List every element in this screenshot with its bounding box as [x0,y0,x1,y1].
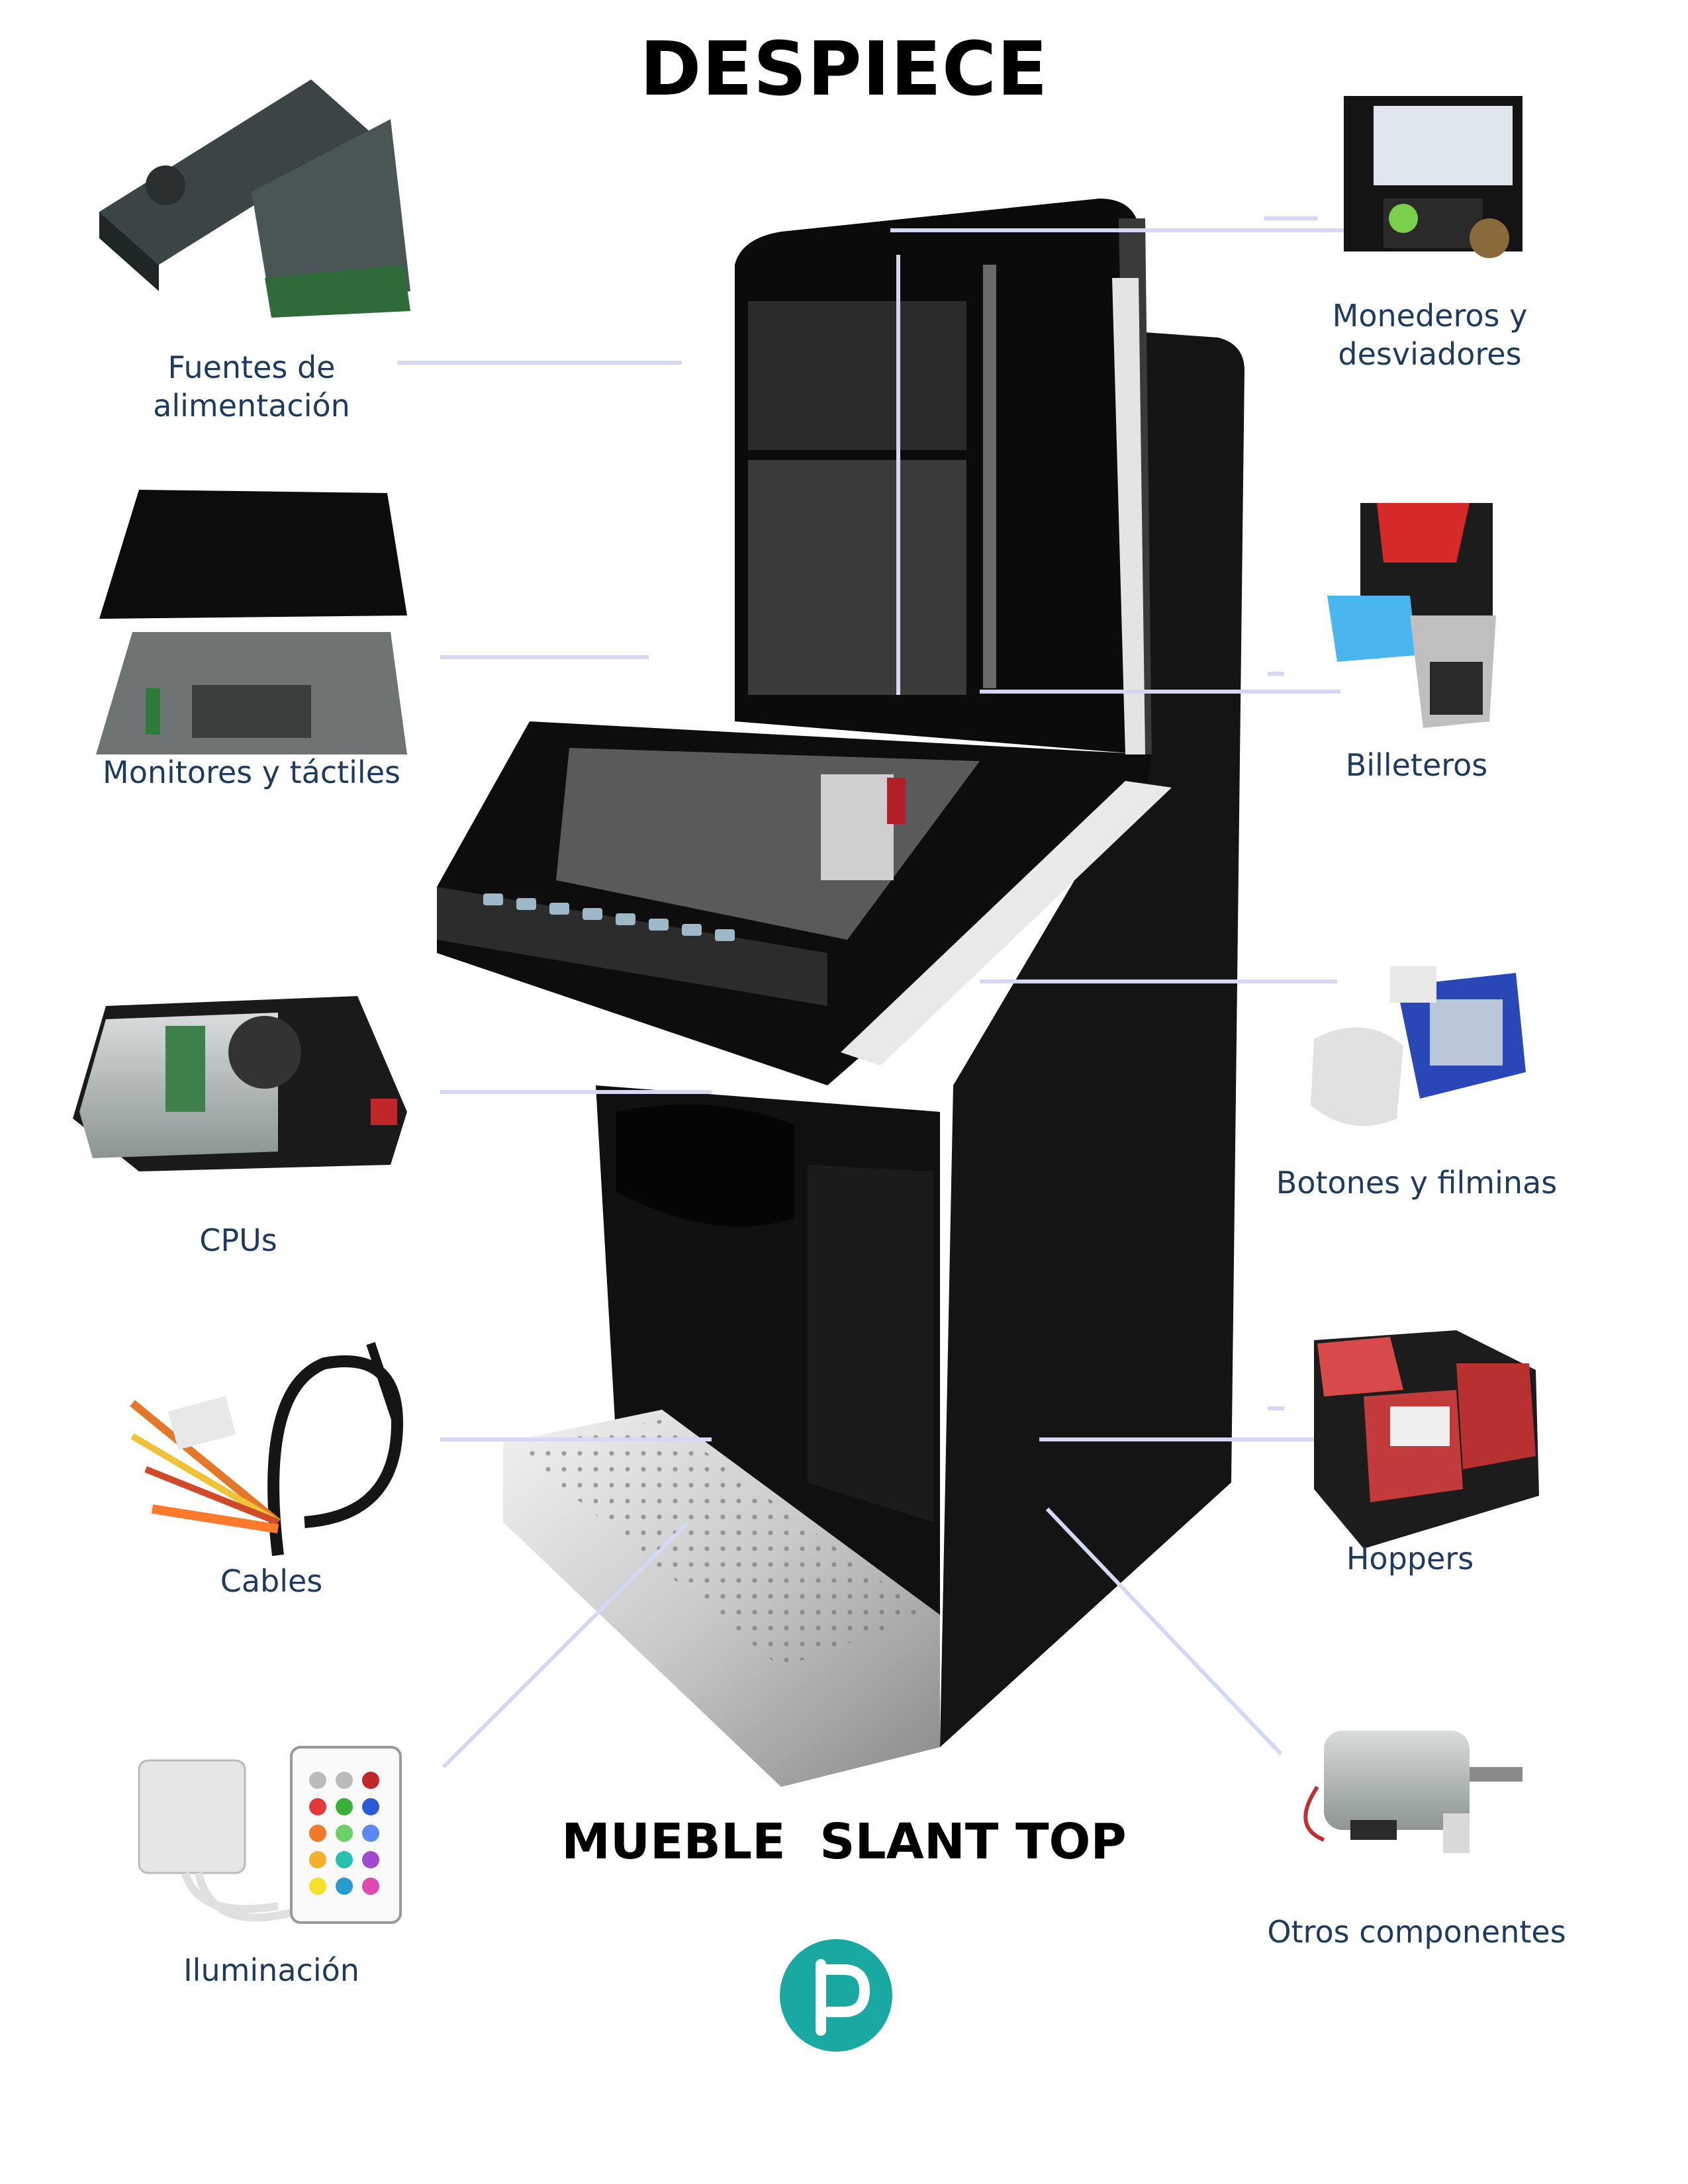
power-supply-image [99,79,410,318]
brand-logo [780,1939,892,2052]
label-fuentes: Fuentes de alimentación [153,349,350,424]
cpu-image [73,996,407,1171]
cabinet-title: MUEBLE SLANT TOP [561,1813,1127,1870]
lighting-controller-image [138,1746,402,1924]
label-cpus: CPUs [199,1222,277,1258]
slant-top-cabinet [437,199,1244,1787]
p-logo-icon [816,1959,870,2036]
label-hoppers: Hoppers [1346,1541,1474,1576]
coin-validator-image [1344,96,1523,258]
cables-image [130,1342,404,1557]
label-otros: Otros componentes [1267,1914,1566,1950]
monitor-image [96,490,407,754]
label-billeteros: Billeteros [1345,747,1488,783]
bill-validator-image [1327,503,1496,728]
connector-lines [397,216,1360,1769]
label-cables: Cables [220,1563,323,1599]
label-iluminacion: Iluminación [183,1952,359,1988]
label-monederos: Monederos y desviadores [1332,298,1528,372]
label-monitores: Monitores y táctiles [103,754,400,790]
label-botones: Botones y filminas [1276,1165,1558,1201]
button-image [1311,966,1526,1126]
motor-image [1303,1731,1523,1853]
page-title: DESPIECE [639,26,1049,113]
hoppers-image [1314,1330,1539,1549]
